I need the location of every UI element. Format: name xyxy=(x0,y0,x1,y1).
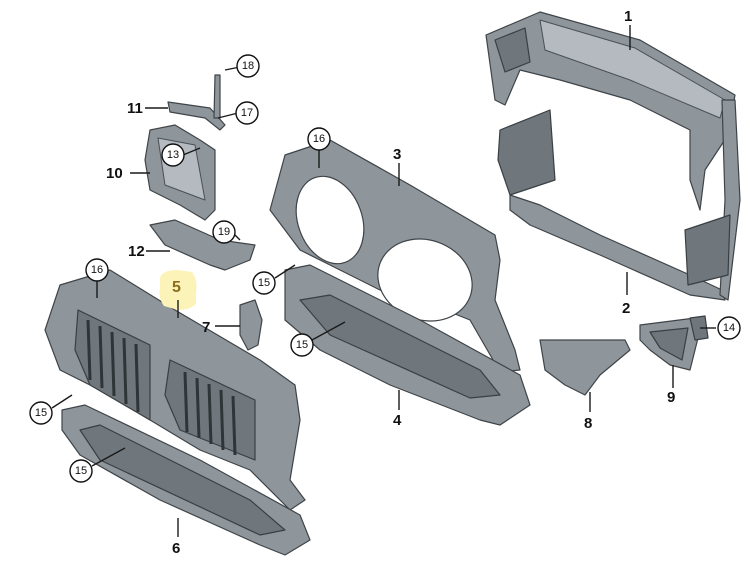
part-11-bracket xyxy=(167,74,226,131)
callout-16-lower: 16 xyxy=(85,258,109,282)
callout-14: 14 xyxy=(717,316,741,340)
part-7-bracket xyxy=(239,299,263,351)
svg-text:15: 15 xyxy=(35,407,47,419)
part-4-lower-duct xyxy=(284,264,531,426)
part-6-lower-grille-duct xyxy=(61,404,311,556)
svg-text:13: 13 xyxy=(167,149,179,161)
part-10-air-duct xyxy=(144,124,216,221)
svg-text:16: 16 xyxy=(91,264,103,276)
part-8-air-guide xyxy=(539,339,631,396)
callout-6: 6 xyxy=(172,540,180,557)
callout-4: 4 xyxy=(393,412,402,429)
callout-18: 18 xyxy=(236,54,260,78)
svg-text:15: 15 xyxy=(258,277,270,289)
callout-10: 10 xyxy=(106,165,123,182)
callout-15-lower: 15 xyxy=(69,459,93,483)
callout-15-duct: 15 xyxy=(290,333,314,357)
callout-5: 5 xyxy=(172,279,181,296)
callout-5-highlight xyxy=(159,270,197,310)
callout-1: 1 xyxy=(624,8,632,25)
callout-17: 17 xyxy=(235,101,259,125)
part-2-frame-bottom xyxy=(497,99,741,301)
callout-8: 8 xyxy=(584,415,592,432)
callout-7: 7 xyxy=(202,319,210,336)
svg-text:18: 18 xyxy=(242,60,254,72)
part-14-clip xyxy=(689,315,709,341)
callout-13: 13 xyxy=(161,143,185,167)
part-9-bracket xyxy=(639,317,701,371)
callout-2: 2 xyxy=(622,300,630,317)
callout-16-upper: 16 xyxy=(307,127,331,151)
callout-19: 19 xyxy=(212,220,236,244)
svg-text:16: 16 xyxy=(313,133,325,145)
svg-text:15: 15 xyxy=(296,339,308,351)
leader-lines xyxy=(51,25,716,537)
grille-slats xyxy=(86,319,237,456)
callout-9: 9 xyxy=(667,389,675,406)
callout-11: 11 xyxy=(127,100,143,117)
svg-text:17: 17 xyxy=(241,107,253,119)
part-12-bracket xyxy=(149,219,256,271)
part-5-grille-frame xyxy=(44,269,306,511)
svg-text:15: 15 xyxy=(75,465,87,477)
svg-text:19: 19 xyxy=(218,226,230,238)
svg-text:14: 14 xyxy=(723,322,735,334)
callout-15-left: 15 xyxy=(29,401,53,425)
callout-15-upper-right: 15 xyxy=(252,271,276,295)
callout-3: 3 xyxy=(393,146,401,163)
part-1-frame-top xyxy=(485,11,736,211)
callout-12: 12 xyxy=(128,243,145,260)
